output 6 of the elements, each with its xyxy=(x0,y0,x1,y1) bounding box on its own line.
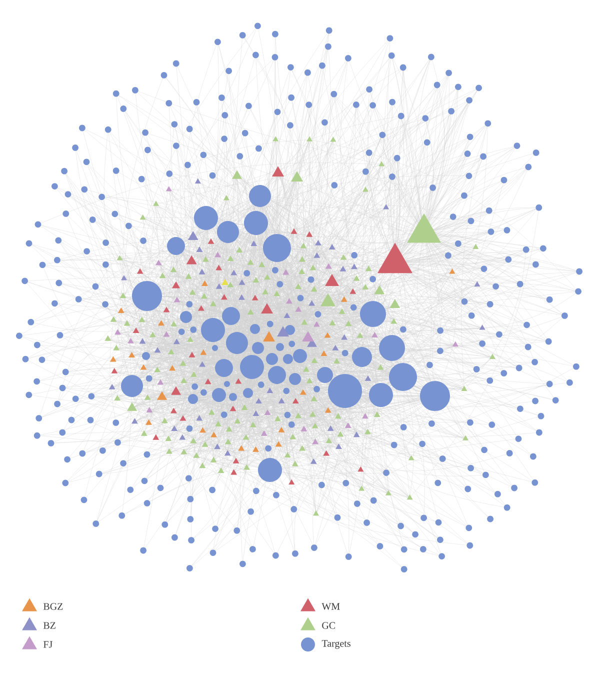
legend-label: BZ xyxy=(43,622,56,629)
legend-label: WM xyxy=(322,603,340,610)
legend-label: FJ xyxy=(43,641,52,648)
legend-label: Targets xyxy=(322,640,350,649)
legend-label: BGZ xyxy=(43,603,63,610)
legend-label: GC xyxy=(322,622,336,629)
